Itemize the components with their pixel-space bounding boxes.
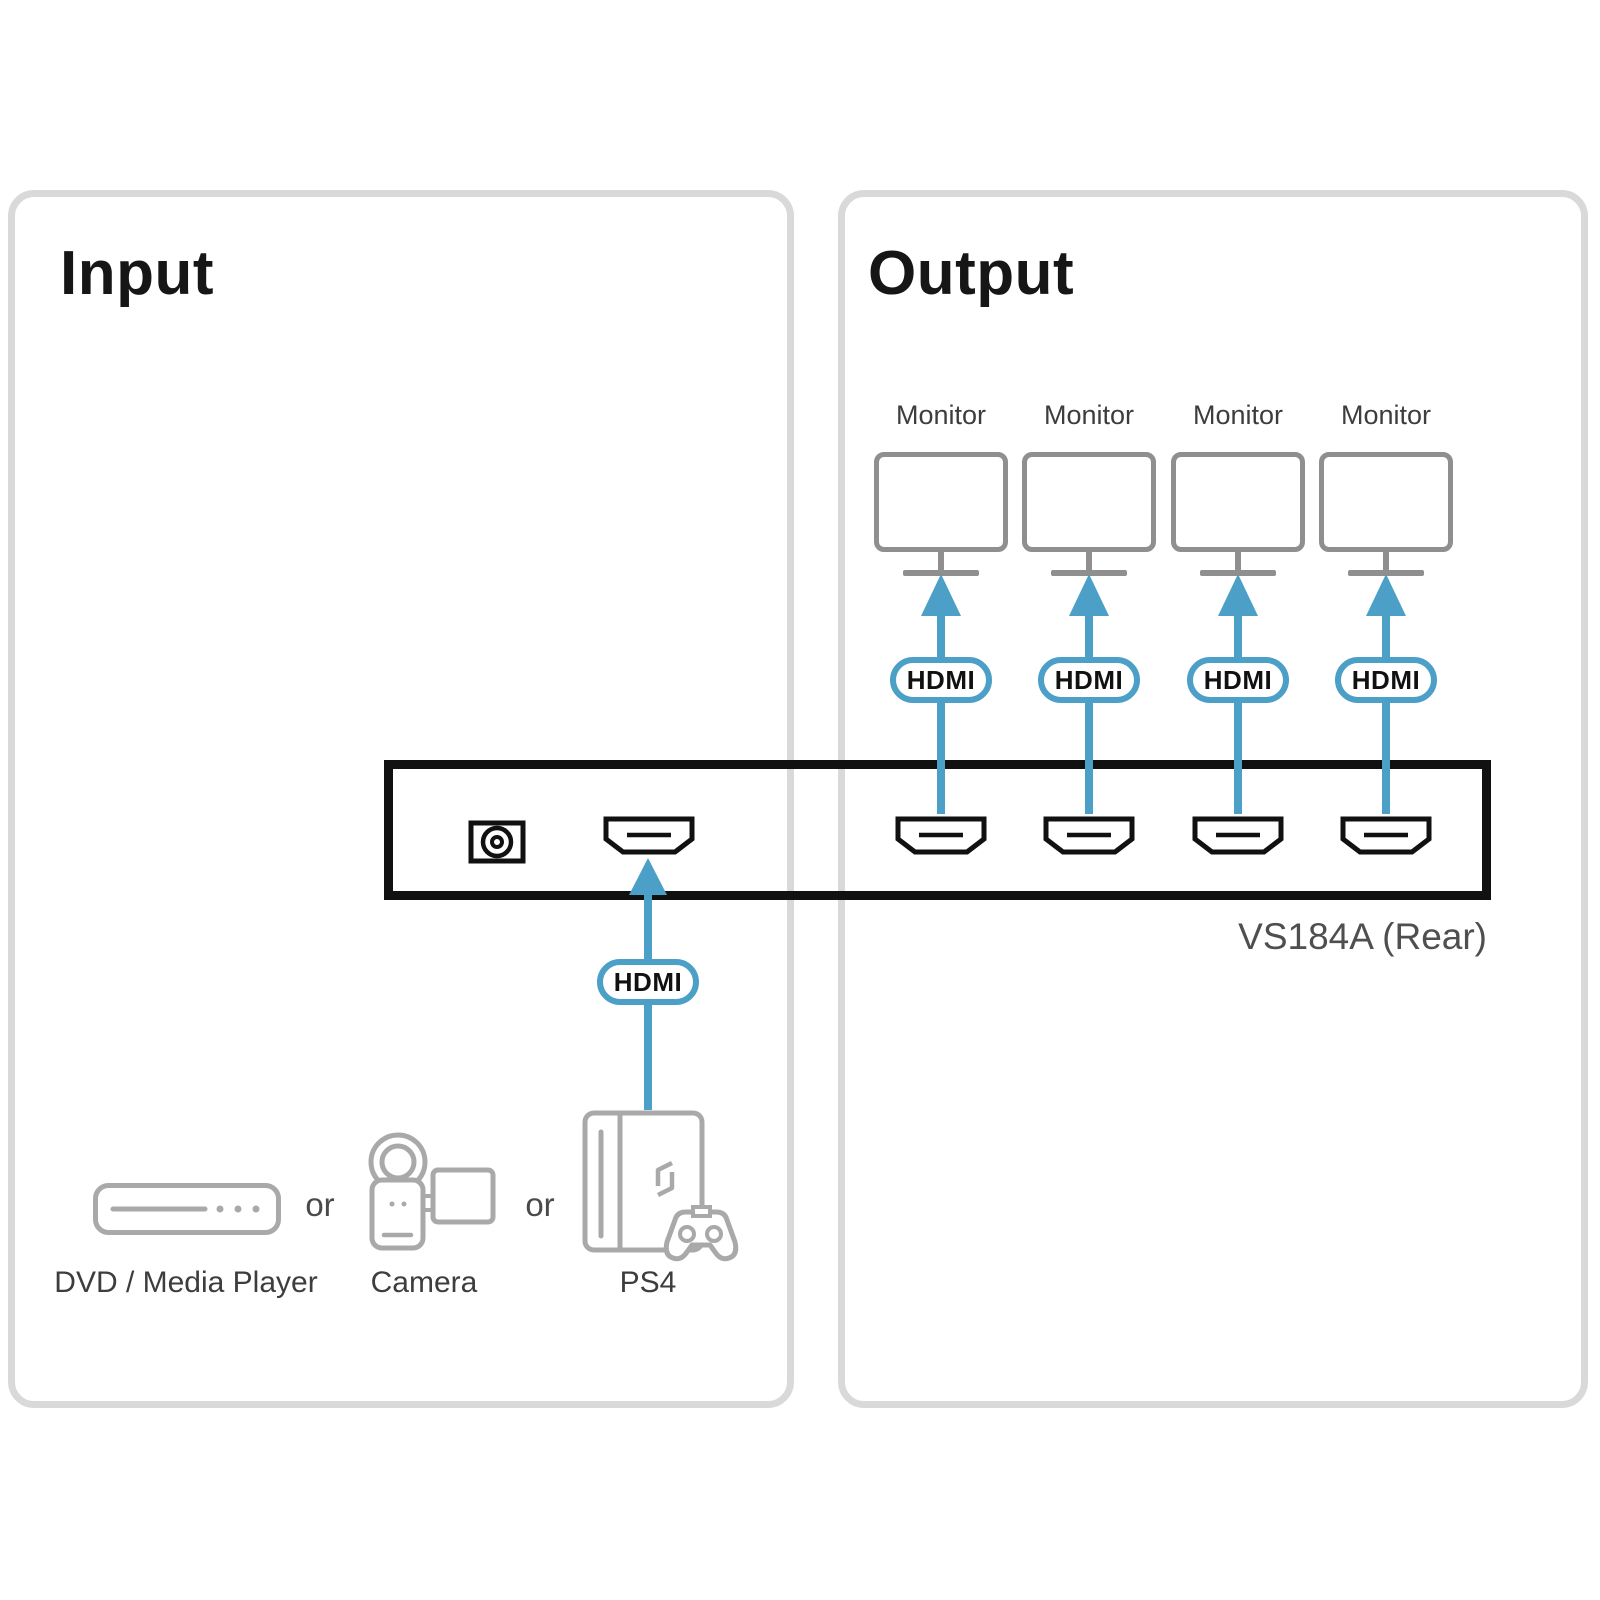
monitor-stand-base [1200, 570, 1276, 576]
monitor-icon [1171, 452, 1305, 552]
monitor-label: Monitor [1043, 400, 1135, 430]
hdmi-cable-line [1234, 610, 1242, 814]
hdmi-badge: HDMI [890, 657, 992, 703]
hdmi-cable-line [1382, 610, 1390, 814]
device-label: VS184A (Rear) [1238, 916, 1487, 957]
monitor-label: Monitor [895, 400, 987, 430]
monitor-icon [1319, 452, 1453, 552]
hdmi-port-icon [1340, 816, 1432, 855]
hdmi-port-icon [603, 816, 695, 855]
monitor-stand-base [903, 570, 979, 576]
monitor-icon [1022, 452, 1156, 552]
monitor-stand-base [1348, 570, 1424, 576]
input-panel-title: Input [60, 239, 214, 308]
hdmi-badge: HDMI [597, 959, 699, 1005]
hdmi-port-icon [1043, 816, 1135, 855]
monitor-stand-base [1051, 570, 1127, 576]
source-label: Camera [370, 1266, 478, 1299]
camera-icon [368, 1132, 496, 1251]
power-port-icon [468, 820, 526, 864]
monitor-icon [874, 452, 1008, 552]
source-label: PS4 [619, 1266, 677, 1299]
hdmi-cable-line [937, 610, 945, 814]
arrow-up-icon [629, 858, 667, 895]
monitor-stand [1086, 552, 1092, 572]
hdmi-port-icon [1192, 816, 1284, 855]
arrow-up-icon [1366, 574, 1406, 616]
monitor-label: Monitor [1340, 400, 1432, 430]
or-separator: or [525, 1186, 555, 1223]
hdmi-badge: HDMI [1038, 657, 1140, 703]
hdmi-badge: HDMI [1335, 657, 1437, 703]
monitor-stand [938, 552, 944, 572]
arrow-up-icon [921, 574, 961, 616]
ps4-icon [582, 1110, 739, 1262]
monitor-stand [1383, 552, 1389, 572]
output-panel [838, 190, 1588, 1408]
or-separator: or [305, 1186, 335, 1223]
monitor-label: Monitor [1192, 400, 1284, 430]
arrow-up-icon [1069, 574, 1109, 616]
monitor-stand [1235, 552, 1241, 572]
hdmi-port-icon [895, 816, 987, 855]
source-label: DVD / Media Player [54, 1266, 318, 1299]
hdmi-badge: HDMI [1187, 657, 1289, 703]
hdmi-cable-line [1085, 610, 1093, 814]
dvd-player-icon [93, 1183, 281, 1235]
arrow-up-icon [1218, 574, 1258, 616]
output-panel-title: Output [868, 239, 1075, 308]
